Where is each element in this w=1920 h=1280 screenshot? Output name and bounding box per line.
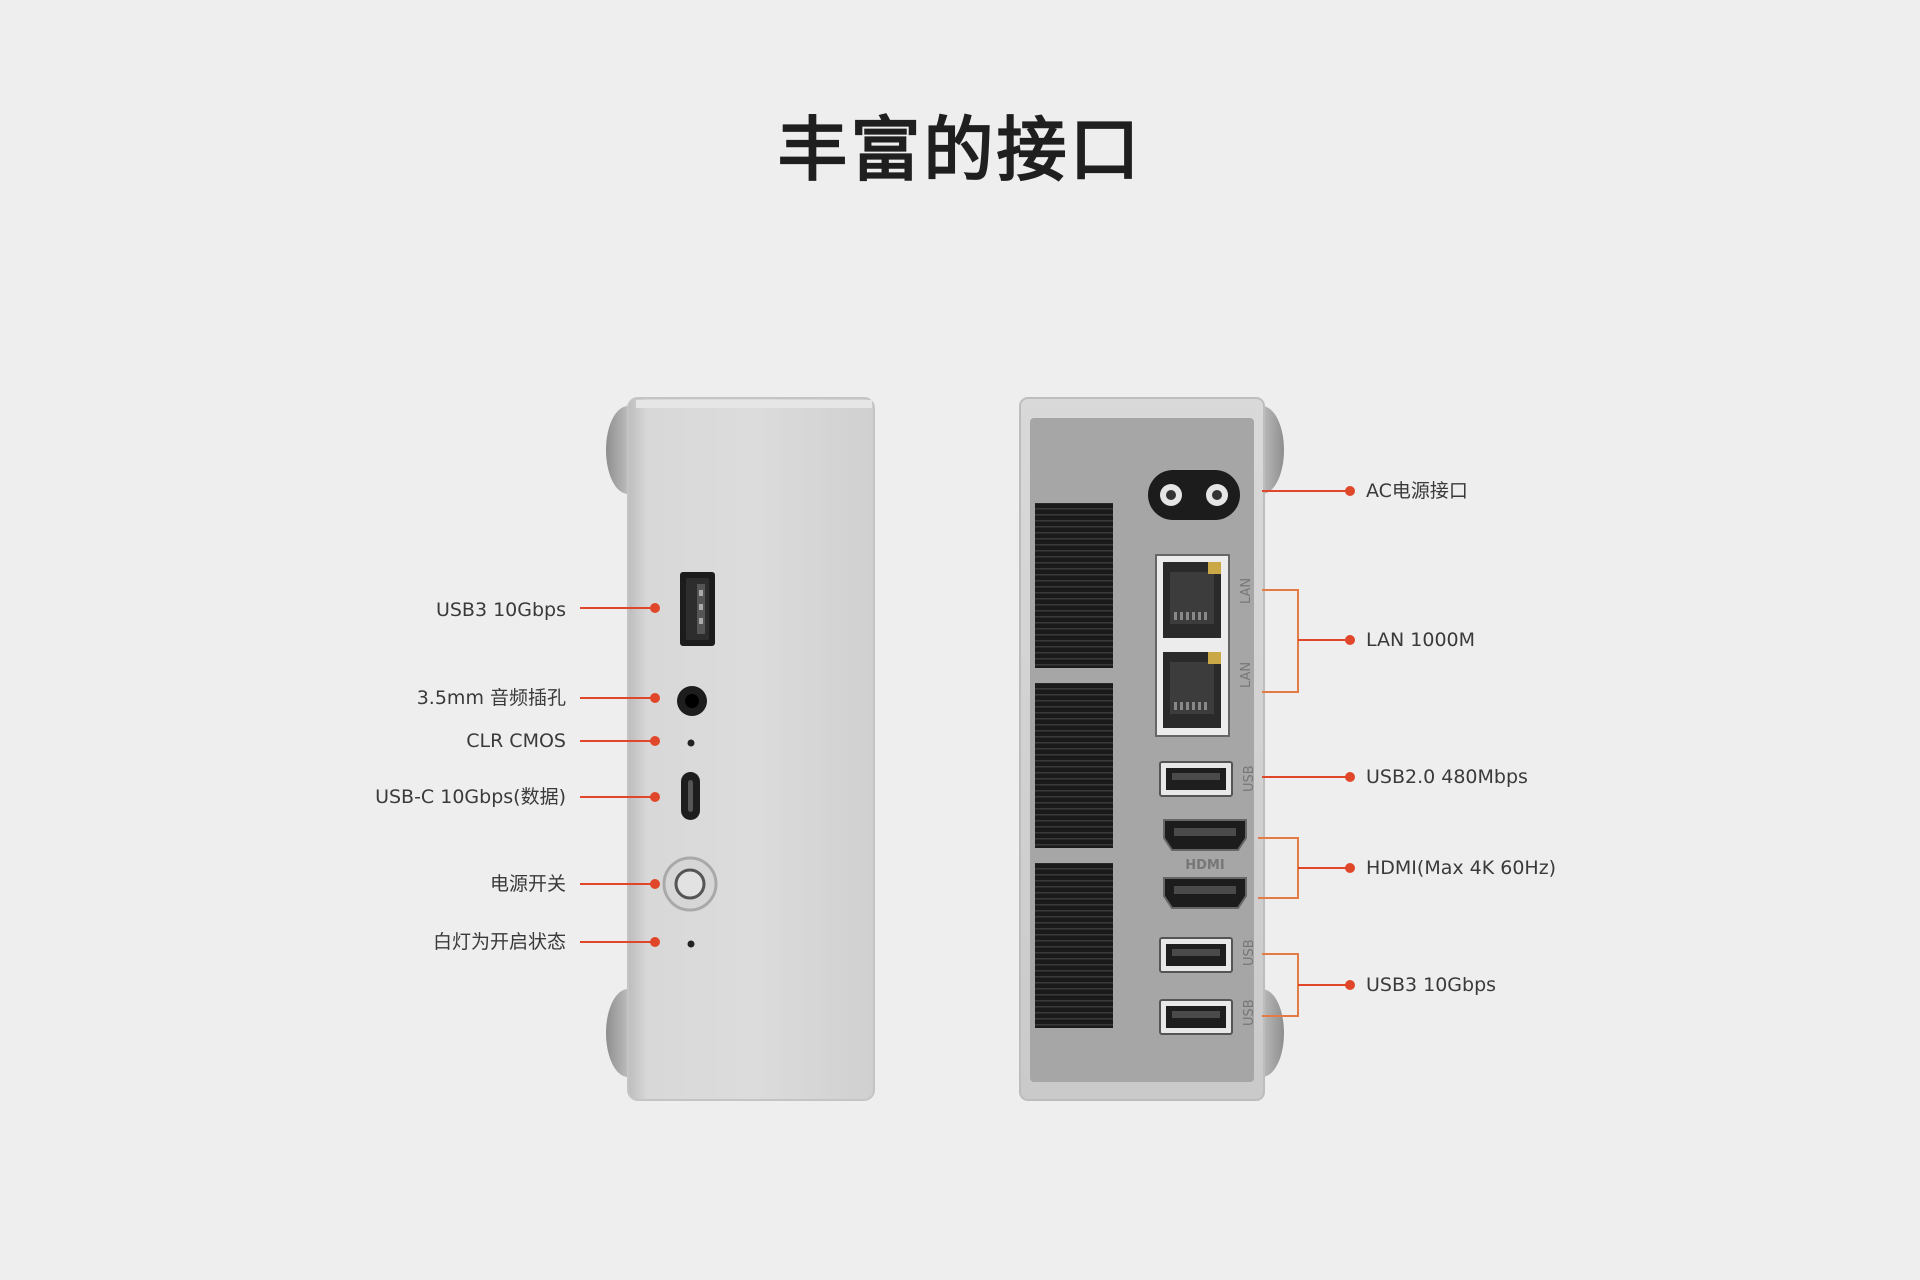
vent-lower (1035, 863, 1113, 1028)
label-clr-cmos: CLR CMOS (466, 730, 566, 752)
lan-marking: LAN (1239, 578, 1254, 604)
vent-upper (1035, 503, 1113, 668)
label-usb3-rear: USB3 10Gbps (1366, 974, 1497, 996)
lan-marking: LAN (1239, 662, 1254, 688)
front-callouts (580, 603, 660, 947)
leader-dot (650, 879, 660, 889)
leader-dot (1345, 772, 1355, 782)
clr-cmos-pinhole[interactable] (687, 739, 695, 747)
front-usb3-port[interactable] (680, 572, 715, 646)
hdmi-logo: HDMI (1185, 858, 1224, 873)
leader-dot (650, 792, 660, 802)
leader-dot (650, 693, 660, 703)
label-usb3-front: USB3 10Gbps (435, 599, 566, 621)
vent-middle (1035, 683, 1113, 848)
label-usb2: USB2.0 480Mbps (1366, 766, 1528, 788)
power-led (687, 940, 695, 948)
front-usb-c-port[interactable] (681, 772, 700, 820)
front-chassis (627, 397, 875, 1101)
label-hdmi: HDMI(Max 4K 60Hz) (1366, 857, 1557, 879)
label-usb-c: USB-C 10Gbps(数据) (375, 786, 566, 808)
rear-usb2-port[interactable] (1159, 761, 1233, 797)
label-lan: LAN 1000M (1366, 629, 1476, 651)
front-panel (606, 397, 875, 1101)
leader-dot (1345, 980, 1355, 990)
page-title: 丰富的接口 (777, 109, 1143, 191)
label-audio-jack: 3.5mm 音频插孔 (416, 687, 566, 709)
leader-dot (650, 603, 660, 613)
usb-marking: USB (1242, 765, 1257, 792)
rear-callouts (1258, 486, 1355, 1017)
lan-ports[interactable] (1155, 554, 1230, 737)
usb-marking: USB (1242, 939, 1257, 966)
label-power-led: 白灯为开启状态 (432, 931, 566, 953)
ac-power-socket[interactable] (1148, 470, 1240, 520)
lan-bracket (1262, 589, 1299, 693)
leader-dot (650, 937, 660, 947)
hdmi-ports[interactable] (1163, 819, 1247, 909)
label-power-button: 电源开关 (489, 873, 566, 895)
rear-panel: LAN LAN USB HDMI USB USB (1019, 397, 1284, 1101)
usb-marking: USB (1242, 999, 1257, 1026)
leader-dot (1345, 486, 1355, 496)
leader-dot (650, 736, 660, 746)
label-ac-power: AC电源接口 (1366, 480, 1468, 502)
power-button[interactable] (662, 856, 718, 912)
rear-usb3-ports[interactable] (1159, 937, 1233, 1035)
audio-jack[interactable] (677, 686, 707, 716)
leader-dot (1345, 635, 1355, 645)
leader-dot (1345, 863, 1355, 873)
